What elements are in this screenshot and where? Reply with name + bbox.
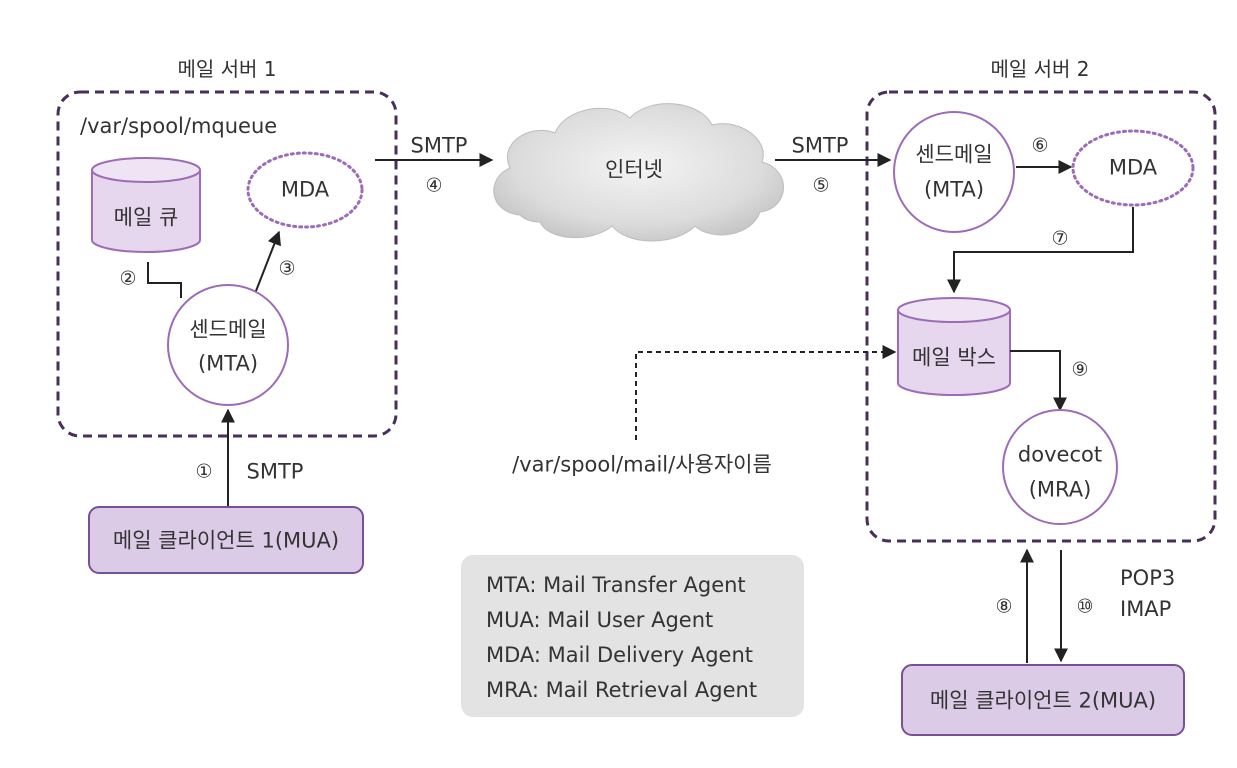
- mta-1-role: (MTA): [197, 351, 259, 376]
- internet-label: 인터넷: [605, 157, 663, 182]
- mta-2-node: [893, 111, 1015, 233]
- mta-1-node: [167, 284, 289, 406]
- mailbox-label: 메일 박스: [912, 345, 996, 370]
- mta-to-mda-arrow: [255, 230, 281, 292]
- mda-1-node: [246, 151, 364, 229]
- mail-client-2-label: 메일 클라이언트 2(MUA): [929, 688, 1157, 713]
- mta-2-name: 센드메일: [915, 142, 993, 167]
- mta-2-role: (MTA): [923, 177, 985, 202]
- spool-path-connector: [635, 345, 897, 440]
- mailbox-to-dovecot-arrow: [1010, 350, 1067, 412]
- legend-item-mda: MDA: Mail Delivery Agent: [486, 643, 754, 667]
- spool-mail-path-label: /var/spool/mail/사용자이름: [512, 452, 772, 477]
- step-1-marker: ①: [195, 460, 213, 483]
- step-3-marker: ③: [278, 257, 296, 280]
- internet-cloud: [493, 103, 784, 242]
- mail-client-1-box: [88, 506, 364, 574]
- smtp-left-label: SMTP: [410, 133, 468, 158]
- pop3-label: POP3: [1120, 566, 1176, 590]
- queue-mta-connector: [147, 262, 182, 298]
- mqueue-path-label: /var/spool/mqueue: [80, 114, 278, 138]
- mta-1-name: 센드메일: [189, 317, 267, 342]
- mda2-to-mailbox-arrow: [947, 207, 1134, 294]
- mda-2-label: MDA: [1108, 155, 1158, 180]
- mail-client-1-label: 메일 클라이언트 1(MUA): [112, 528, 340, 553]
- mra-role: (MRA): [1028, 477, 1092, 502]
- step-4-marker: ④: [425, 174, 443, 197]
- legend-item-mua: MUA: Mail User Agent: [486, 608, 714, 632]
- mail-server-1-box: [56, 90, 398, 438]
- imap-label: IMAP: [1120, 597, 1172, 621]
- legend-item-mta: MTA: Mail Transfer Agent: [486, 573, 746, 597]
- step-2-marker: ②: [119, 267, 137, 290]
- mail-server-2-box: [865, 90, 1217, 543]
- mra-node: [1002, 409, 1118, 525]
- step-7-marker: ⑦: [1051, 227, 1069, 250]
- mda-1-label: MDA: [280, 177, 330, 202]
- legend-box: MTA: Mail Transfer Agent MUA: Mail User …: [461, 555, 804, 717]
- mail-client-2-box: [901, 664, 1185, 736]
- mail-queue-label: 메일 큐: [113, 205, 179, 230]
- mail-queue-cylinder: [91, 157, 201, 253]
- legend-item-mra: MRA: Mail Retrieval Agent: [486, 678, 758, 702]
- mra-name: dovecot: [1017, 442, 1103, 467]
- smtp-client-label: SMTP: [246, 459, 304, 484]
- mail-server-2-title: 메일 서버 2: [990, 57, 1090, 81]
- mail-server-1-title: 메일 서버 1: [177, 57, 277, 81]
- step-8-marker: ⑧: [995, 595, 1013, 618]
- smtp-right-label: SMTP: [791, 133, 849, 158]
- step-10-marker: ⑩: [1076, 595, 1094, 618]
- step-5-marker: ⑤: [812, 174, 830, 197]
- step-6-marker: ⑥: [1031, 134, 1049, 157]
- mailbox-cylinder: [897, 297, 1011, 396]
- step-9-marker: ⑨: [1071, 358, 1089, 381]
- mda-2-node: [1071, 129, 1195, 207]
